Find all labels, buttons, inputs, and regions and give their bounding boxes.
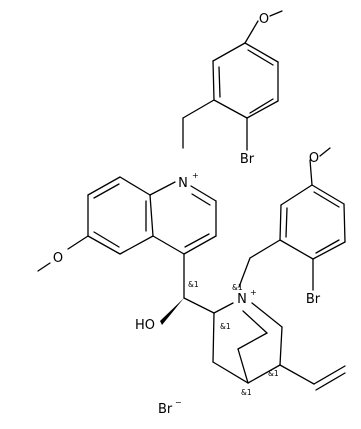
stereo-label-nitrogen: &1 — [232, 283, 243, 292]
upper-benzyl-group — [182, 10, 283, 151]
quinuclidinium-cage — [212, 302, 346, 391]
wedge-bond — [160, 298, 184, 325]
carbinol-group — [160, 297, 215, 325]
methoxy-oxygen-top-label: O — [259, 12, 269, 27]
bromide-counterion-label: Br — [158, 402, 173, 417]
quinuclidinium-charge-label: + — [250, 288, 257, 297]
quinolinium-core — [37, 176, 217, 299]
stereo-label-c4: &1 — [241, 388, 252, 397]
quinolinium-nitrogen-label: N — [178, 176, 188, 191]
quinolinium-charge-label: + — [192, 171, 199, 180]
stereo-label-carbinol: &1 — [188, 280, 199, 289]
hydroxyl-label: HO — [135, 318, 155, 333]
methoxy-oxygen-quinoline-label: O — [53, 251, 63, 266]
stereo-label-c2: &1 — [220, 322, 231, 331]
quinuclidinium-nitrogen-label: N — [237, 292, 247, 307]
right-benzyl-group — [238, 147, 346, 291]
stereo-label-c3: &1 — [268, 369, 279, 378]
bromine-right-label: Br — [306, 292, 321, 307]
bromide-charge-label: − — [175, 398, 182, 407]
methoxy-oxygen-right-label: O — [309, 151, 319, 166]
bromine-upper-label: Br — [240, 152, 255, 167]
